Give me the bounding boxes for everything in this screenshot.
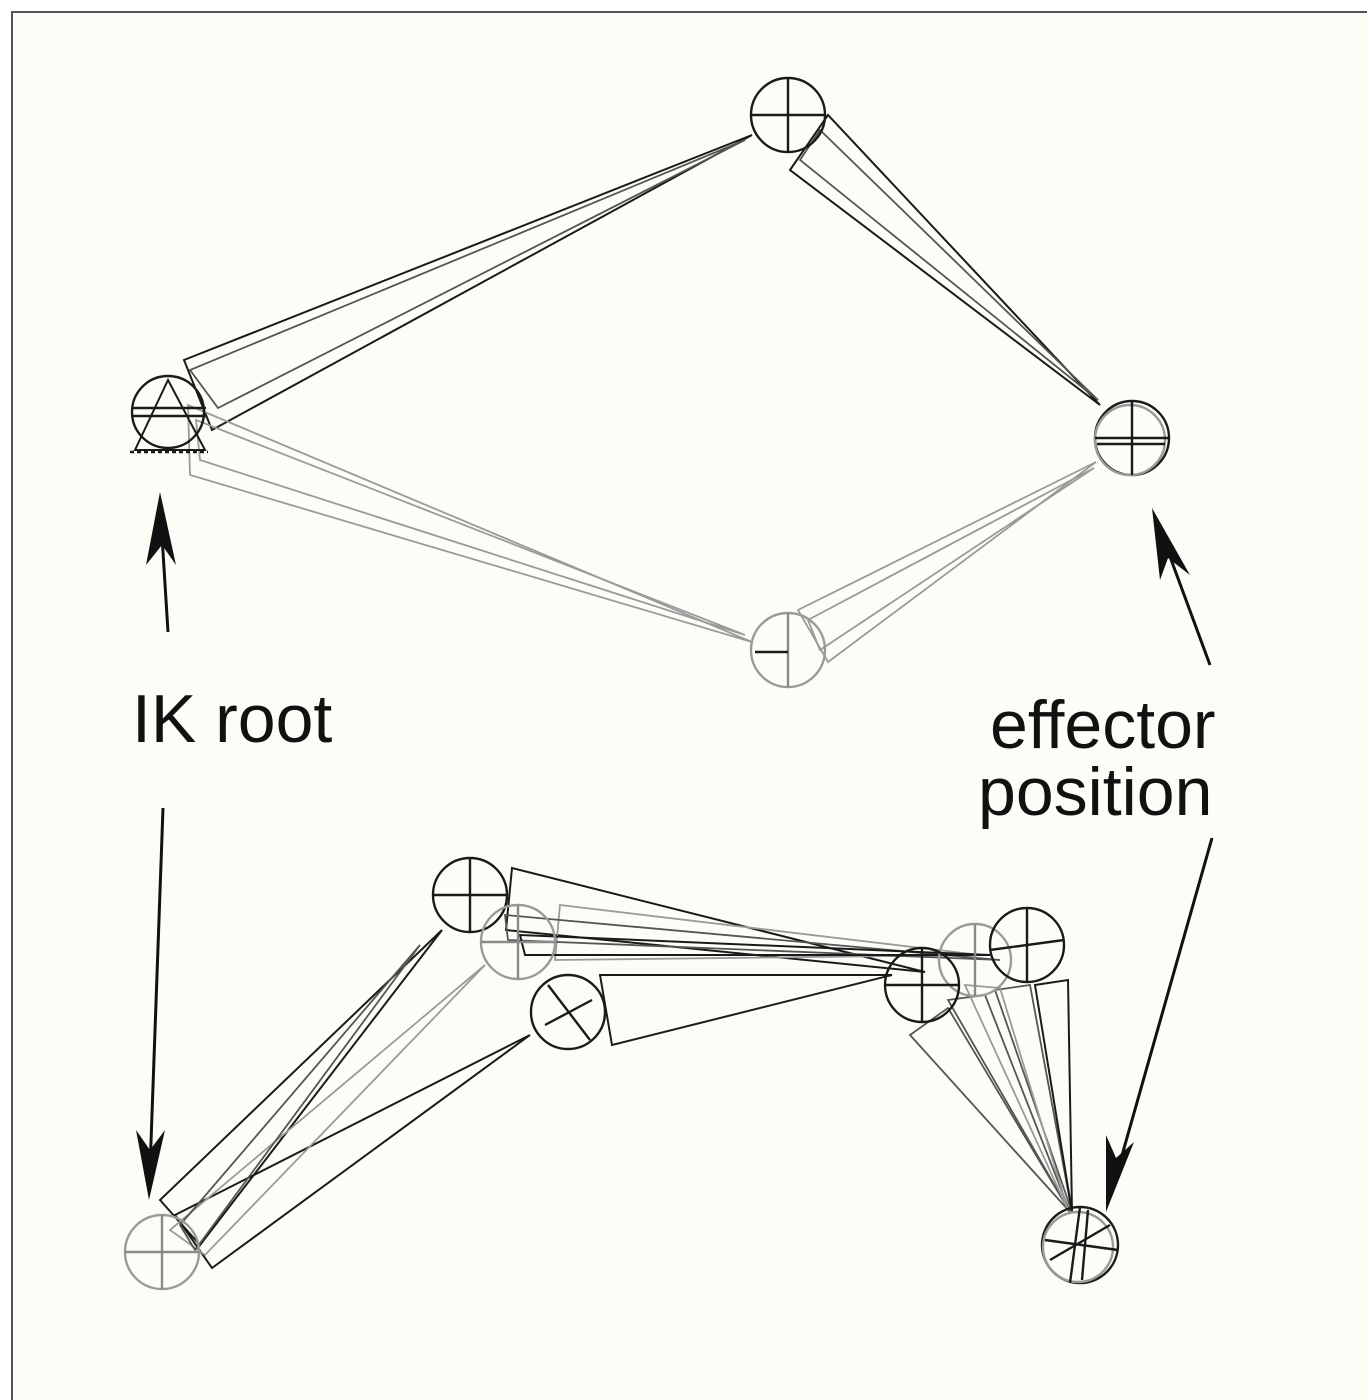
effector-label-line2: position (978, 754, 1212, 830)
bottom-joint-2 (479, 903, 557, 981)
effector-arrow-down (1106, 837, 1214, 1212)
top-lower-bone-2 (796, 461, 1097, 664)
top-effector-joint (1093, 399, 1171, 477)
diagram-frame (11, 11, 1367, 1400)
bottom-effector-joint (1040, 1205, 1120, 1285)
ik-root-arrow-down (136, 807, 165, 1200)
ik-root-arrow-up (146, 492, 176, 633)
bottom-bone-i (518, 933, 991, 956)
bottom-bone-g (554, 903, 981, 961)
ik-root-label: IK root (132, 681, 332, 757)
bottom-bone-m (1033, 978, 1073, 1213)
bottom-bone-n (963, 983, 1069, 1211)
bottom-joint-3 (529, 973, 607, 1051)
bottom-bone-c (168, 964, 486, 1257)
bottom-joint-1 (431, 856, 509, 934)
top-upper-bone-2 (788, 113, 1101, 406)
top-lower-bone-2b (806, 467, 1095, 652)
bottom-bone-e (504, 866, 926, 973)
bottom-chain (123, 856, 1120, 1291)
top-joint-upper (749, 76, 827, 154)
bottom-bone-l (993, 983, 1073, 1213)
top-upper-bone-1b (188, 139, 746, 410)
top-root-joint (130, 374, 208, 454)
top-joint-lower (749, 611, 827, 689)
bottom-joint-5 (988, 906, 1066, 984)
bottom-bone-b (173, 1034, 531, 1270)
bottom-root-joint (123, 1213, 201, 1291)
bottom-bone-h (503, 914, 1001, 961)
bottom-bone-d (178, 944, 421, 1252)
effector-label-line1: effector (990, 687, 1216, 763)
top-chain (130, 76, 1171, 689)
effector-arrow-up (1152, 508, 1212, 666)
bottom-joint-6 (883, 946, 961, 1024)
top-lower-bone-1b (194, 418, 746, 636)
bottom-bone-k (946, 994, 1071, 1213)
bottom-joint-4 (937, 922, 1013, 998)
top-upper-bone-1 (182, 134, 753, 432)
